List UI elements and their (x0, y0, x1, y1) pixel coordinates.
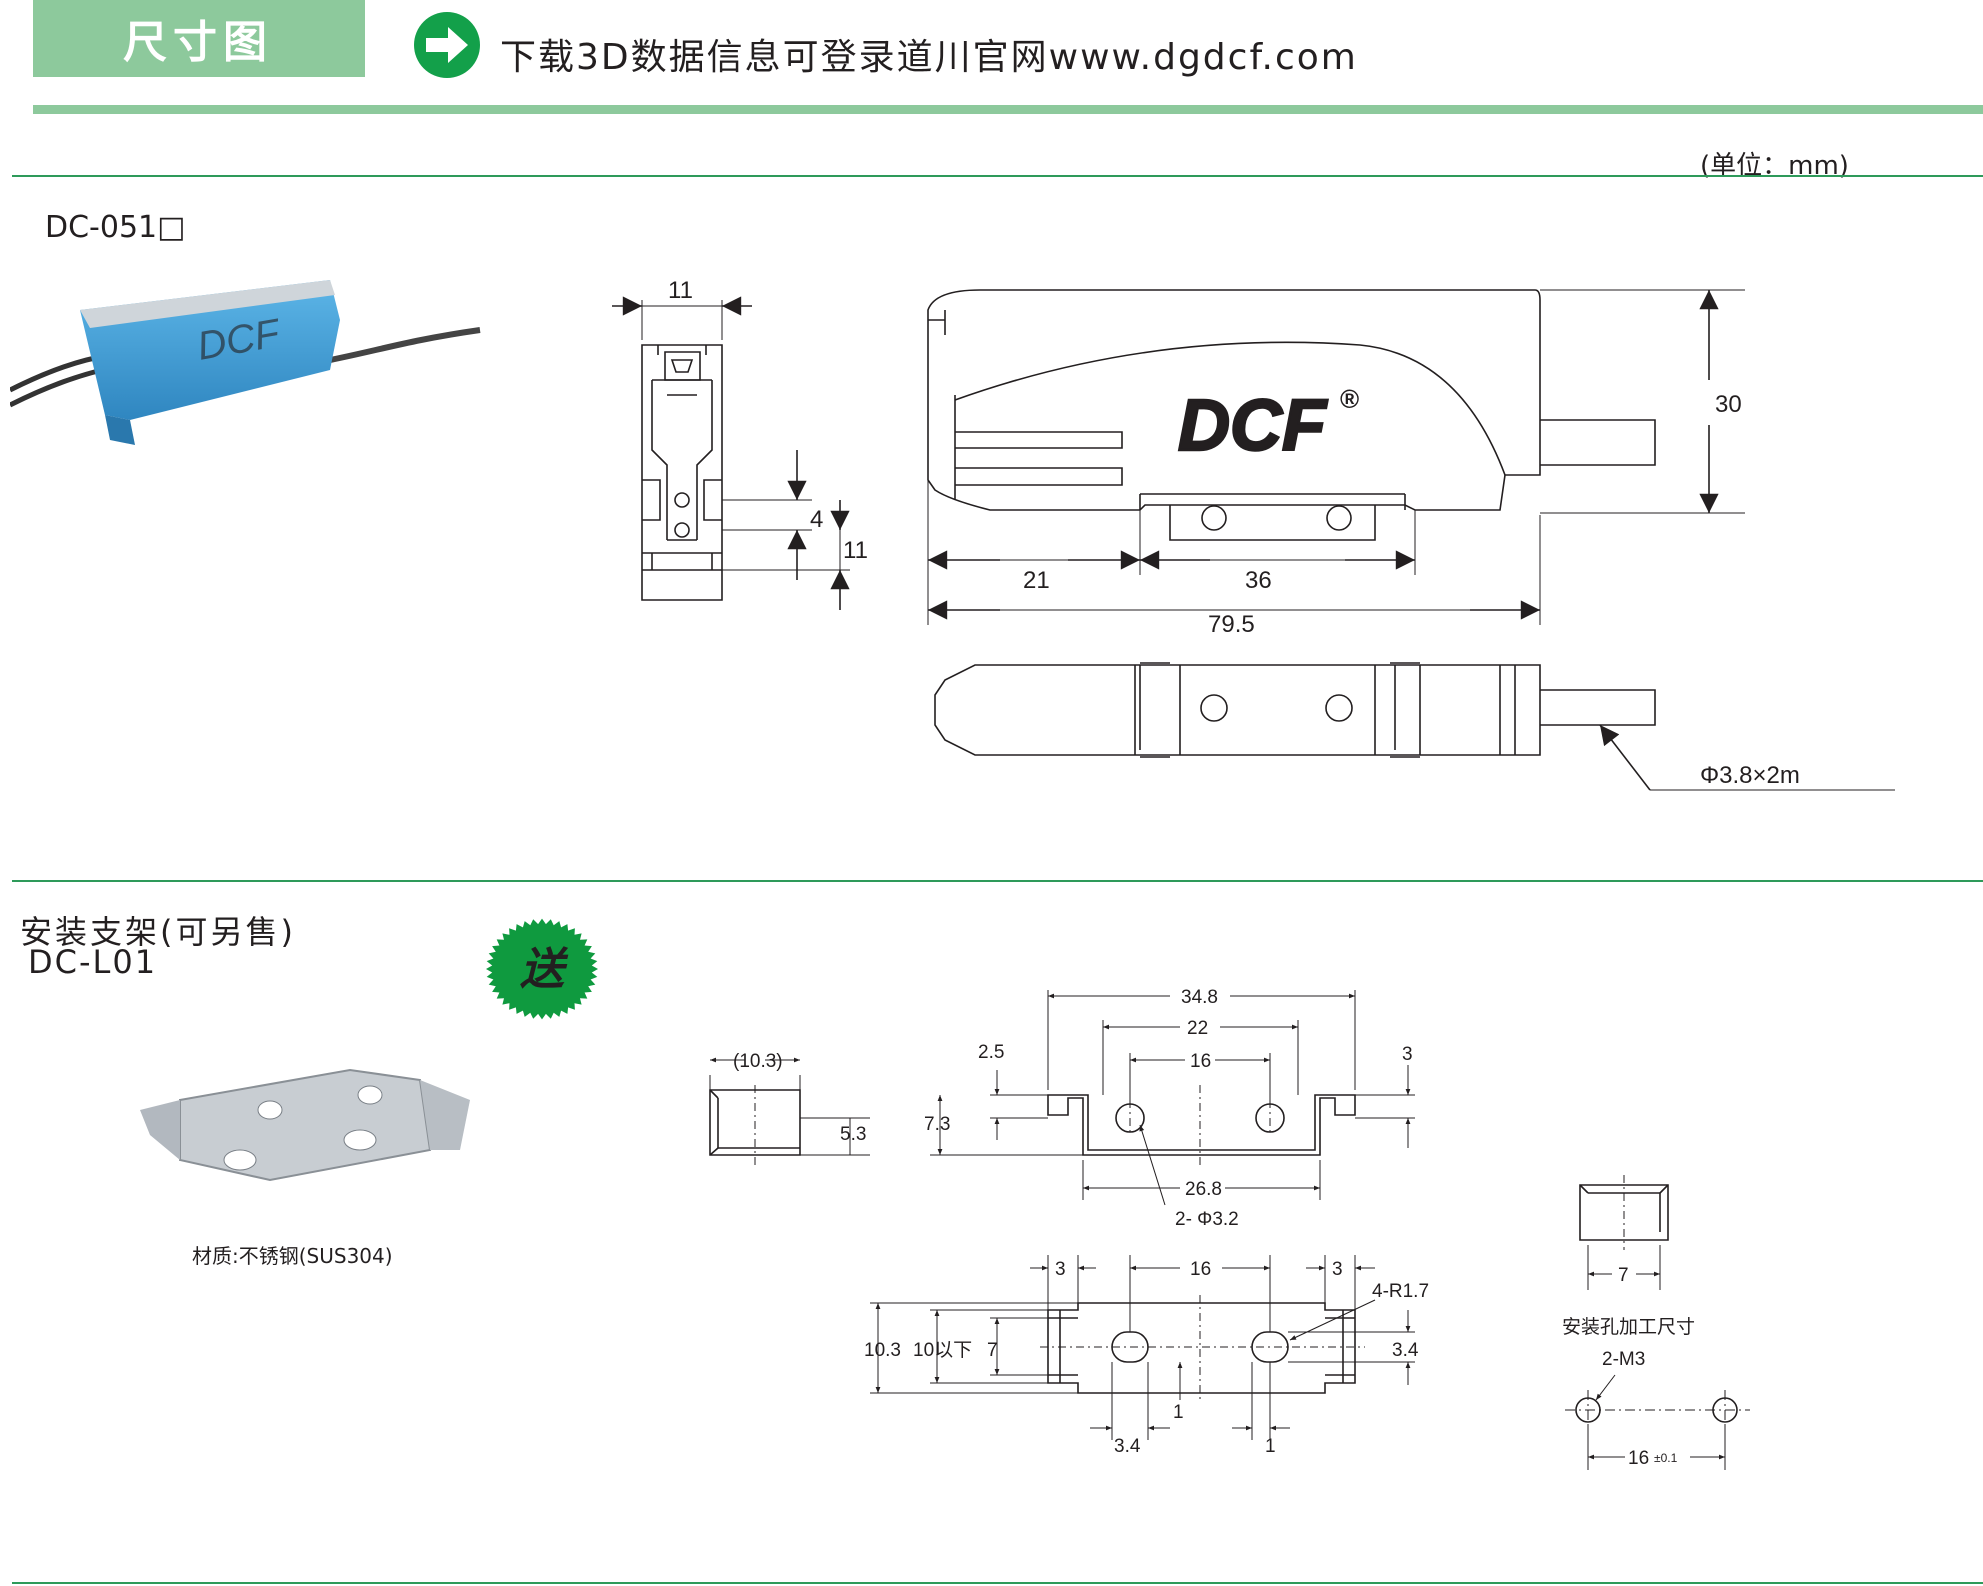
mounting-label: 安装孔加工尺寸 (1562, 1316, 1695, 1338)
dim-left-offset: 21 (1023, 567, 1050, 594)
dim-hole-pitch-top: 16 (1190, 1051, 1211, 1072)
dim-slot-offset-b: 1 (1265, 1436, 1276, 1457)
section-title-tab: 尺寸图 (33, 0, 365, 77)
dim-cable: Φ3.8×2m (1700, 762, 1800, 789)
dim-plan-left-tab: 3 (1055, 1259, 1066, 1280)
sensor-top-view (934, 662, 1656, 758)
mounting-hole-pattern (1565, 1390, 1750, 1430)
section-divider (12, 880, 1983, 882)
right-arrow-icon (414, 12, 480, 78)
dim-total-height: 7.3 (924, 1114, 950, 1135)
dim-plan-height-b: 10以下 (913, 1340, 972, 1361)
dim-lip-height: 2.5 (978, 1042, 1004, 1063)
material-label: 材质:不锈钢(SUS304) (192, 1244, 393, 1268)
dim-plan-height-c: 7 (987, 1340, 998, 1361)
sensor-side-view (927, 289, 1656, 541)
sensor-model-label: DC-051□ (45, 210, 186, 245)
dim-inner-width: 22 (1187, 1018, 1208, 1039)
dim-mount-width: 36 (1245, 567, 1272, 594)
dim-plan-height-a: 10.3 (864, 1340, 901, 1361)
dim-height: 30 (1715, 391, 1742, 418)
download-info-text: 下载3D数据信息可登录道川官网www.dgdcf.com (500, 37, 1358, 78)
bracket-title: 安装支架(可另售) (20, 913, 296, 951)
dim-slot-radius: 4-R1.7 (1372, 1281, 1429, 1302)
dim-length: 79.5 (1208, 611, 1255, 638)
dim-side-height: 5.3 (840, 1124, 866, 1145)
dim-slot-height: 3.4 (1392, 1340, 1419, 1361)
registered-mark: ® (1340, 384, 1359, 414)
brand-logo: DCF (1178, 386, 1328, 466)
gift-badge-text: 送 (520, 945, 569, 994)
dim-clip-width: 7 (1618, 1265, 1629, 1286)
dim-plan-right-tab: 3 (1332, 1259, 1343, 1280)
dim-overall-width: 34.8 (1181, 987, 1218, 1008)
dim-slot-offset-a: 1 (1173, 1402, 1184, 1423)
bracket-front-view (1047, 1085, 1356, 1165)
gift-badge: 送 (486, 918, 598, 1020)
dim-base-width: 26.8 (1185, 1179, 1222, 1200)
bracket-photo (140, 1068, 470, 1182)
bracket-side-profile (709, 1075, 801, 1165)
header-divider (33, 105, 1983, 114)
dim-front-width: 11 (668, 277, 693, 304)
dim-mount-tolerance: ±0.1 (1654, 1451, 1678, 1465)
bracket-plan-view (1040, 1295, 1365, 1400)
section-divider (12, 175, 1983, 177)
dim-hole-pitch: 4 (810, 506, 823, 533)
dim-mount-pitch: 16 (1628, 1448, 1649, 1469)
dim-slot-width: 3.4 (1114, 1436, 1141, 1457)
dim-hole-height: 11 (843, 537, 868, 564)
dim-hole-dia: 2- Φ3.2 (1175, 1209, 1239, 1230)
dim-lip-right: 3 (1402, 1044, 1413, 1065)
mounting-clip-view (1579, 1175, 1669, 1250)
dim-side-width: (10.3) (733, 1051, 783, 1072)
sensor-front-view (612, 296, 850, 610)
sensor-photo: DCF (10, 280, 481, 445)
section-divider (12, 1582, 1983, 1584)
dim-plan-hole-pitch: 16 (1190, 1259, 1211, 1280)
section-title: 尺寸图 (123, 17, 273, 68)
dim-thread: 2-M3 (1602, 1349, 1645, 1370)
bracket-model-label: DC-L01 (28, 943, 158, 981)
